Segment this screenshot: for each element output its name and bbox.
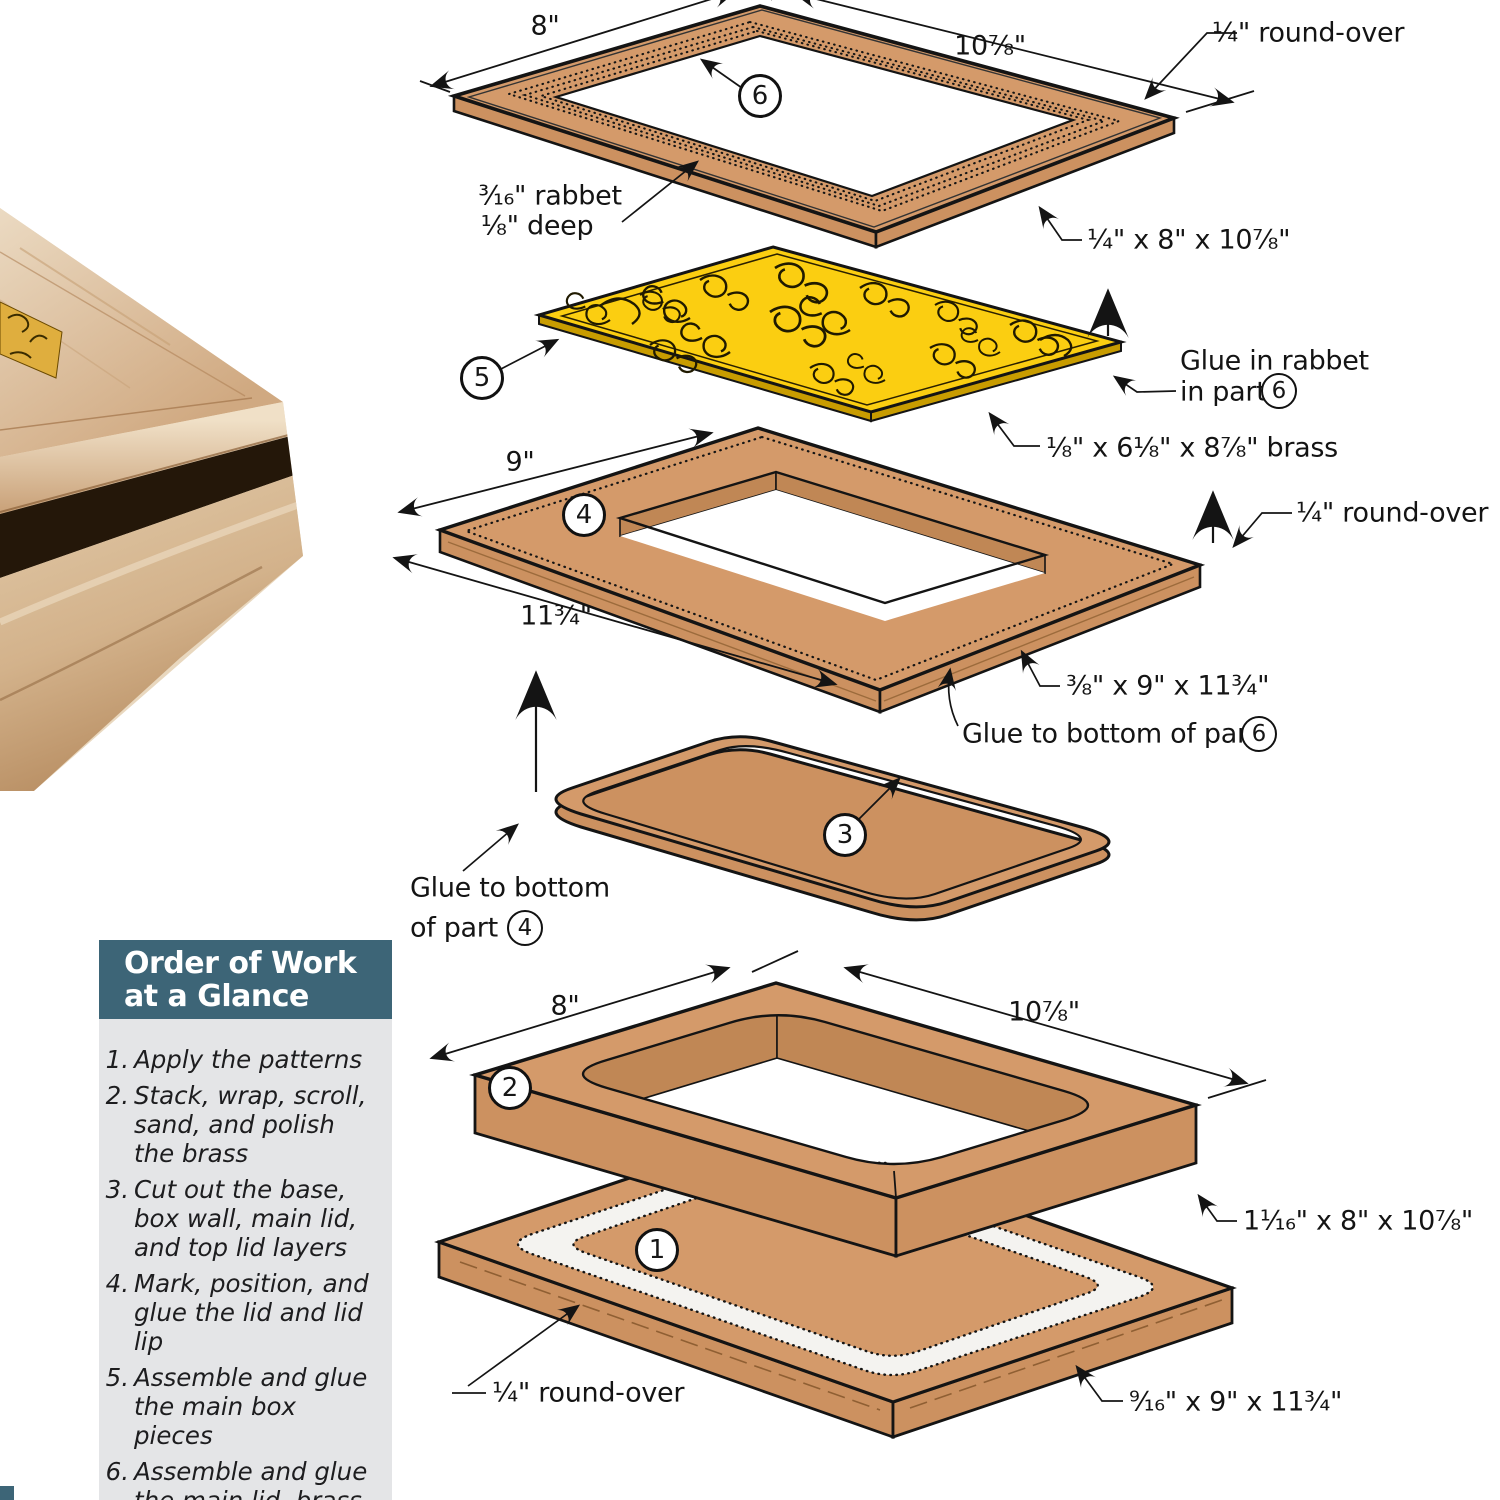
glue-note-part3-line2: of part	[410, 912, 498, 944]
order-of-work-title: Order of Work at a Glance	[99, 940, 392, 1019]
order-item-text: Cut out the base, box wall, main lid, an…	[134, 1175, 358, 1262]
part-4-main-lid-drawing	[434, 426, 1206, 714]
dimension-label-part4-length: 11¾"	[520, 600, 592, 632]
part-6-ref-callout-2: 6	[1241, 716, 1277, 752]
order-item-number: 4.	[105, 1269, 129, 1298]
part-2-callout: 2	[488, 1066, 532, 1110]
order-item-number: 2.	[105, 1081, 129, 1110]
rabbet-label-line1: ³⁄₁₆" rabbet	[478, 180, 622, 212]
order-item-text: Apply the patterns	[134, 1045, 363, 1074]
size-label-part4: ⅜" x 9" x 11¾"	[1066, 670, 1270, 702]
order-item: 4. Mark, position, and glue the lid and …	[106, 1269, 379, 1356]
part-5-brass-drawing	[533, 245, 1127, 423]
order-item: 5. Assemble and glue the main box pieces	[106, 1363, 379, 1450]
order-item: 6. Assemble and glue the main lid, brass…	[106, 1457, 379, 1500]
glue-note-part4: Glue to bottom of part	[962, 718, 1259, 750]
order-item-text: Stack, wrap, scroll, sand, and polish th…	[134, 1081, 367, 1168]
dimension-label-part2-length: 10⅞"	[1008, 996, 1080, 1028]
order-item-number: 3.	[105, 1175, 129, 1204]
size-label-part5: ⅛" x 6⅛" x 8⅞" brass	[1046, 432, 1338, 464]
roundover-label-part1: ¼" round-over	[492, 1377, 685, 1409]
part-5-callout: 5	[460, 356, 504, 400]
glue-note-part5-line2: in part	[1180, 376, 1267, 408]
order-item-text: Assemble and glue the main box pieces	[134, 1363, 368, 1450]
order-item-number: 6.	[105, 1457, 129, 1486]
size-label-part6: ¼" x 8" x 10⅞"	[1087, 224, 1291, 256]
dimension-label-part6-length: 10⅞"	[954, 30, 1026, 62]
order-item: 1. Apply the patterns	[106, 1045, 379, 1074]
size-label-part2: 1¹⁄₁₆" x 8" x 10⅞"	[1243, 1205, 1474, 1237]
order-item-number: 5.	[105, 1363, 129, 1392]
order-item: 2. Stack, wrap, scroll, sand, and polish…	[106, 1081, 379, 1168]
dimension-lines	[392, 0, 1267, 1099]
finished-box-photo	[0, 208, 303, 791]
order-item-number: 1.	[105, 1045, 129, 1074]
part-1-callout: 1	[635, 1228, 679, 1272]
part-6-ref-callout: 6	[1261, 373, 1297, 409]
glue-note-part3-line1: Glue to bottom	[410, 872, 610, 904]
order-title-line2: at a Glance	[124, 979, 309, 1014]
glue-note-part5-line1: Glue in rabbet	[1180, 345, 1369, 377]
order-item-text: Mark, position, and glue the lid and lid…	[134, 1269, 369, 1356]
part-1-base-drawing	[434, 1126, 1237, 1439]
page-corner-mark	[0, 1486, 14, 1500]
brass-scrollwork	[562, 258, 1073, 398]
dimension-label-part4-width: 9"	[505, 446, 535, 478]
order-of-work-list: 1. Apply the patterns 2. Stack, wrap, sc…	[99, 1019, 392, 1500]
roundover-label-part4: ¼" round-over	[1296, 497, 1489, 529]
dimension-label-part2-width: 8"	[550, 990, 580, 1022]
part-6-callout: 6	[738, 74, 782, 118]
assembly-arrows	[515, 288, 1234, 792]
part-4-ref-callout: 4	[507, 910, 543, 946]
size-label-part1: ⁹⁄₁₆" x 9" x 11¾"	[1129, 1386, 1343, 1418]
roundover-label-part6: ¼" round-over	[1212, 17, 1405, 49]
part-3-callout: 3	[823, 813, 867, 857]
rabbet-label-line2: ⅛" deep	[480, 210, 594, 242]
order-title-line1: Order of Work	[124, 946, 357, 981]
dimension-label-part6-width: 8"	[530, 10, 560, 42]
order-item-text: Assemble and glue the main lid, brass pa…	[134, 1457, 368, 1500]
leader-lines	[452, 32, 1292, 1402]
part-4-callout: 4	[562, 493, 606, 537]
order-item: 3. Cut out the base, box wall, main lid,…	[106, 1175, 379, 1262]
order-of-work-panel: Order of Work at a Glance 1. Apply the p…	[99, 940, 392, 1500]
